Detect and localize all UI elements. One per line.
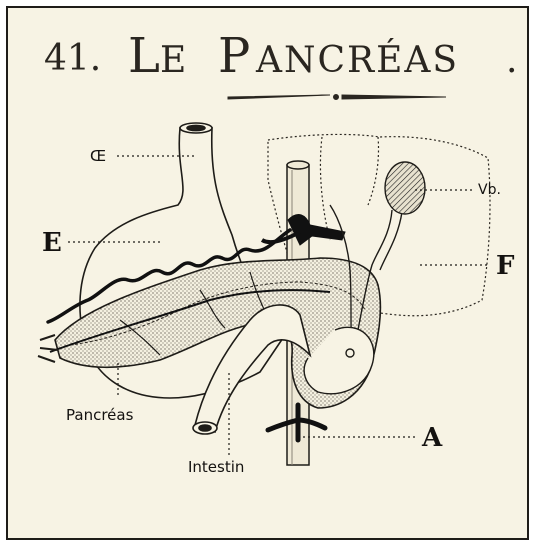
label-vb: Vb. [478, 182, 501, 198]
label-oe: Œ [90, 147, 106, 165]
label-e: E [42, 228, 62, 258]
label-intestin: Intestin [188, 458, 244, 476]
label-pancreas: Pancréas [66, 406, 134, 424]
label-f: F [496, 251, 515, 281]
label-a: A [421, 423, 443, 453]
